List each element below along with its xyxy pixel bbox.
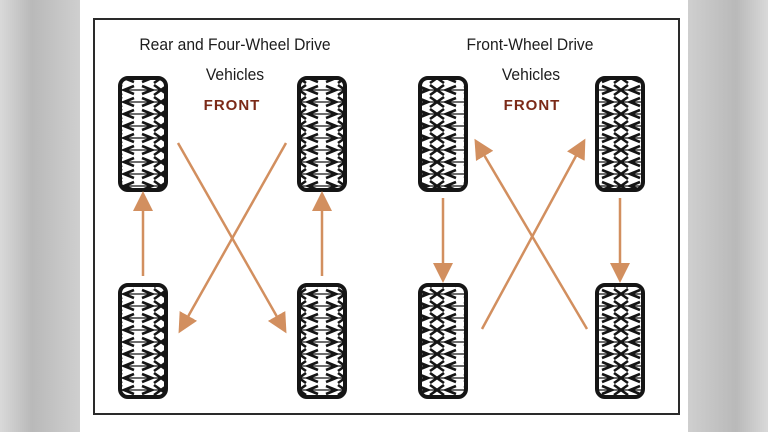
left-front-right-tire (297, 76, 347, 192)
left-front-left-tire (118, 76, 168, 192)
right-front-label: FRONT (503, 97, 561, 114)
left-arrow-front-left-to-rear-right (176, 142, 287, 334)
right-arrow-rear-left-to-front-right (480, 138, 586, 330)
left-rear-right-tire (297, 283, 347, 399)
right-title-line2: Vehicles (501, 65, 561, 84)
right-title-line1: Front-Wheel Drive (466, 35, 594, 54)
right-rear-left-tire (418, 283, 468, 399)
left-title-line1: Rear and Four-Wheel Drive (139, 35, 331, 54)
left-blurred-margin (0, 0, 80, 432)
left-arrow-front-right-to-rear-left (178, 142, 288, 334)
right-front-right-tire (595, 76, 645, 192)
diagram-frame (93, 18, 680, 415)
right-rear-right-tire (595, 283, 645, 399)
right-front-left-tire (418, 76, 468, 192)
left-rear-left-tire (118, 283, 168, 399)
left-front-label: FRONT (203, 97, 261, 114)
left-title-line2: Vehicles (205, 65, 265, 84)
